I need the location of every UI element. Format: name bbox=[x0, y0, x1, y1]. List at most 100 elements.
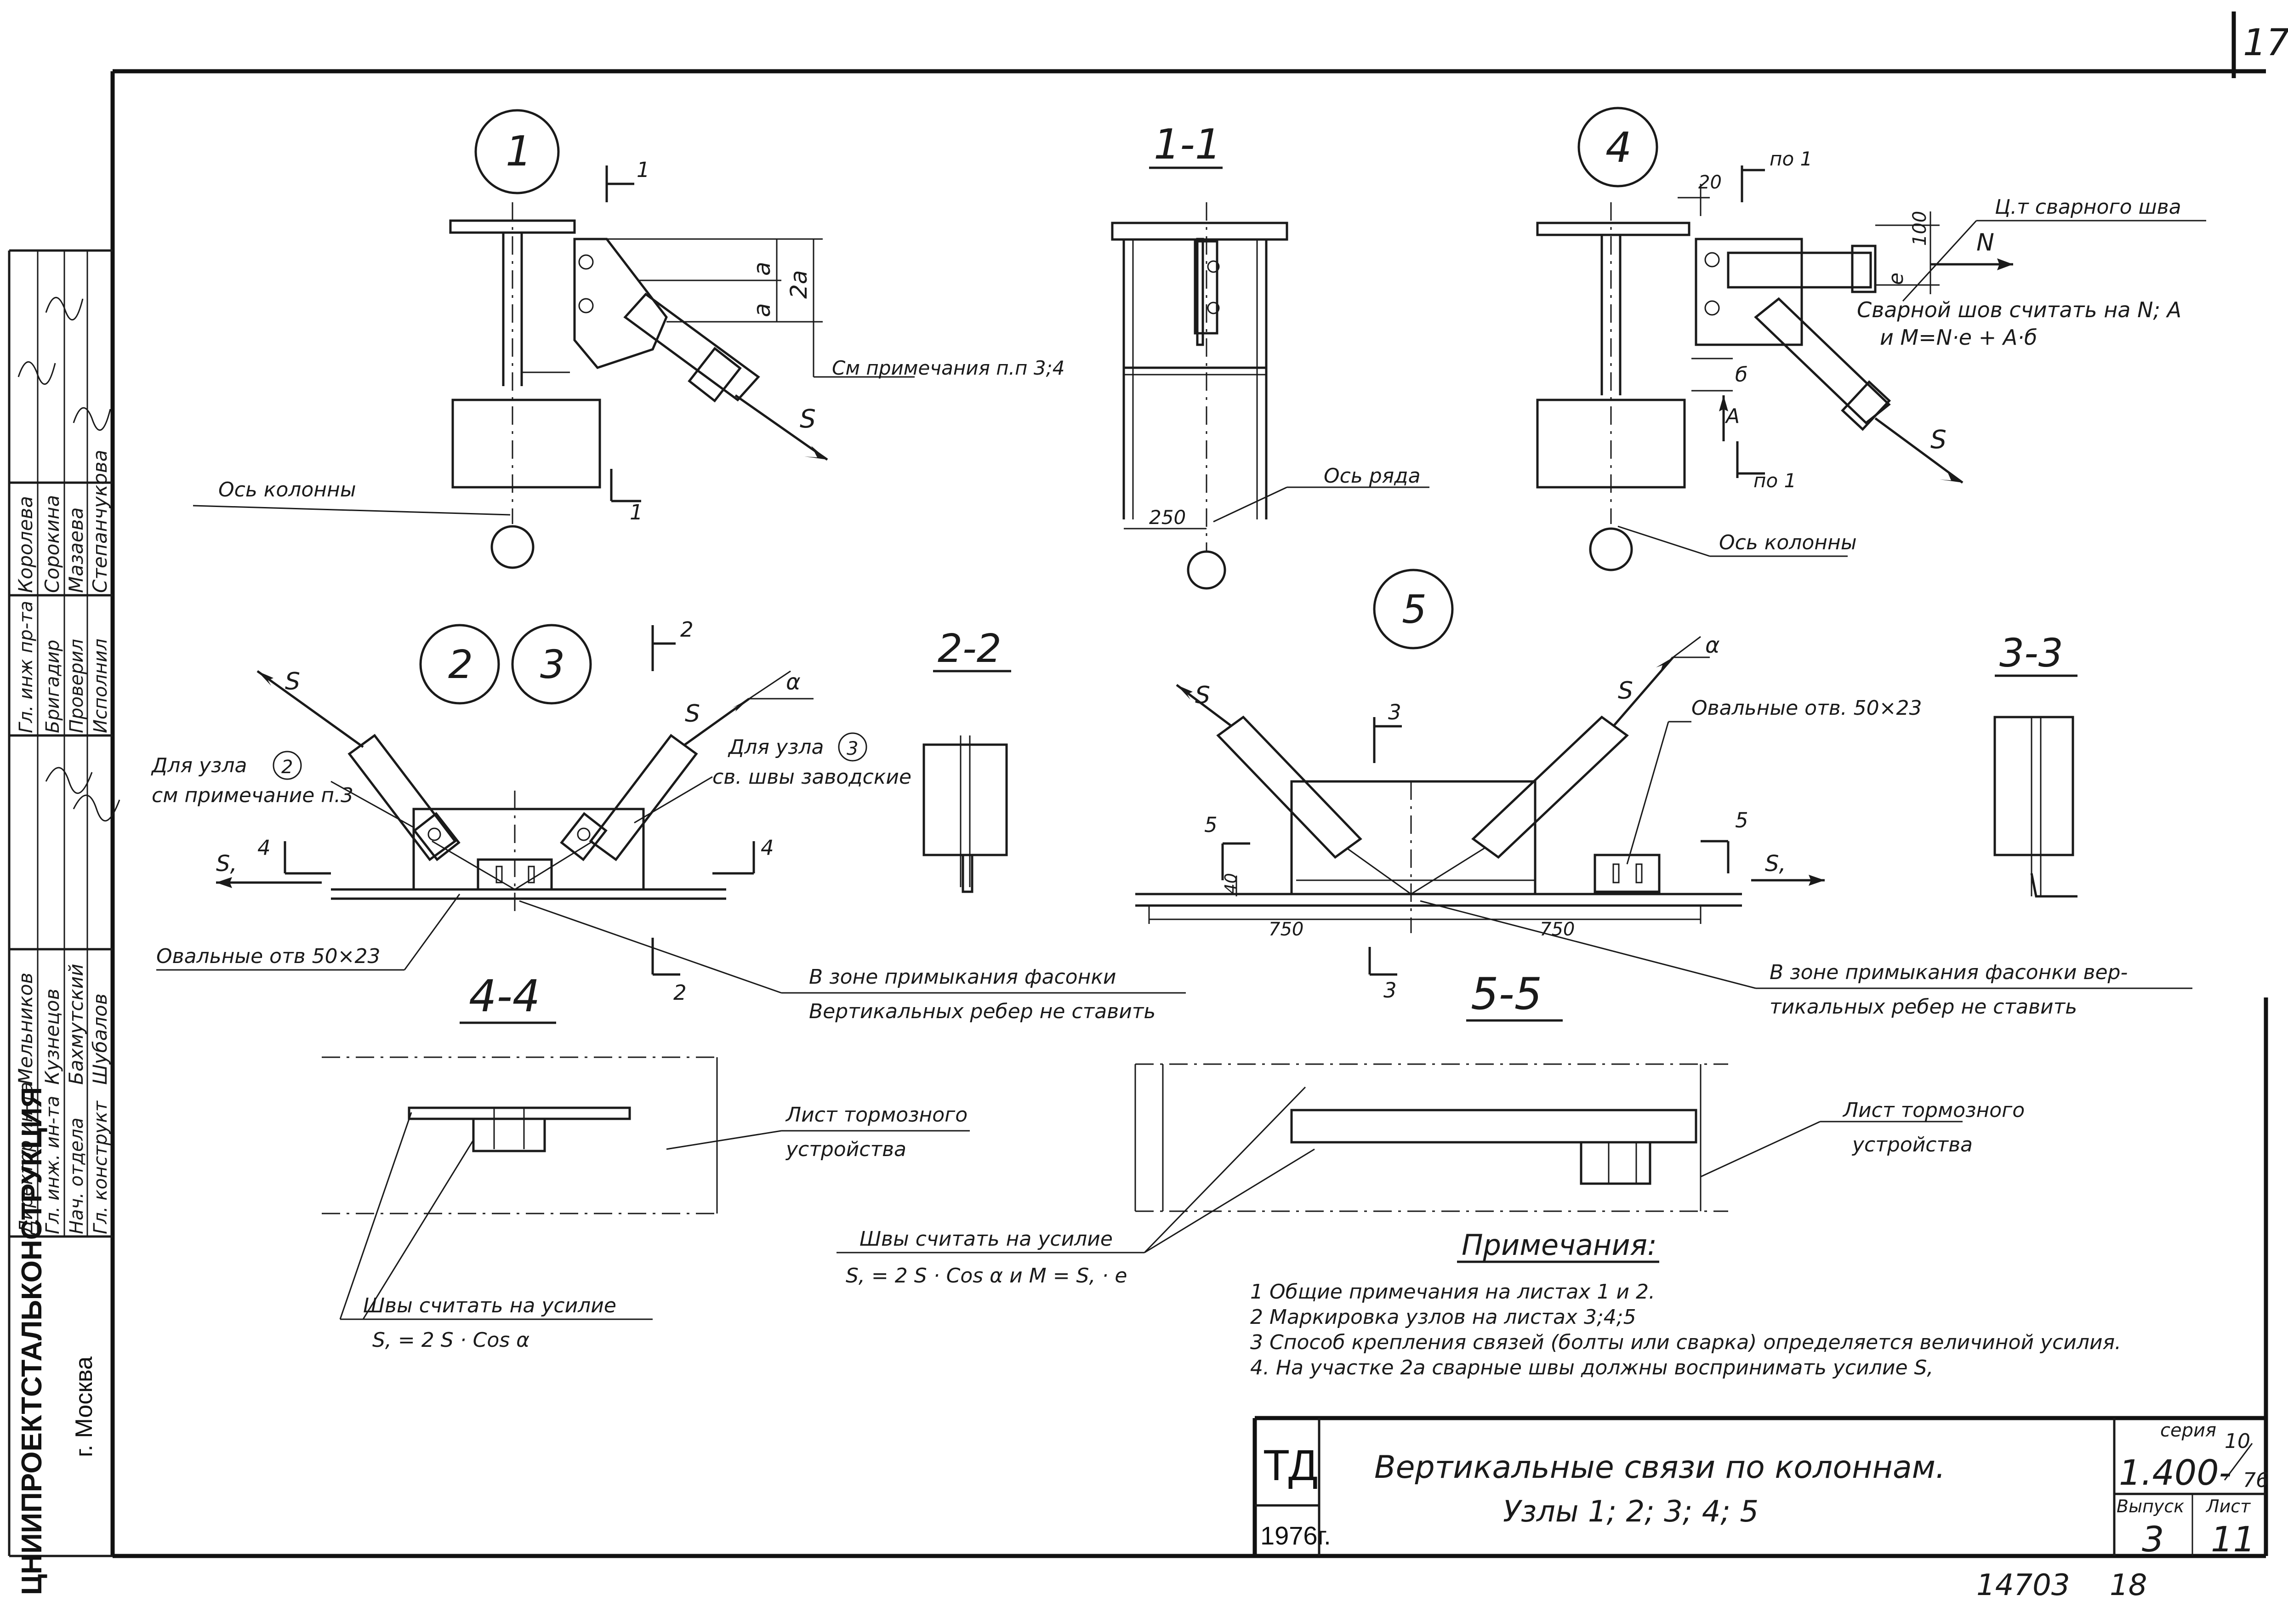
label-shvy-1b: S, = 2 S · Cos α bbox=[372, 1328, 529, 1352]
dim-e: e bbox=[1884, 273, 1908, 285]
stamp-org: ЦНИИПРОЕКТСТАЛЬКОНСТРУКЦИЯ bbox=[16, 1087, 48, 1595]
label-dlya-uzla3-a: Для узла bbox=[728, 735, 824, 759]
node-4-detail: 4 S N Ц.т сварного шва Сварной шов счита… bbox=[1536, 107, 2206, 571]
stamp-role-proveril: Проверил bbox=[66, 639, 87, 733]
label-oval-5: Овальные отв. 50×23 bbox=[1691, 696, 1922, 720]
section-1-1-title: 1-1 bbox=[1154, 120, 1221, 169]
label-shvy-1a: Швы считать на усилие bbox=[363, 1294, 616, 1317]
title-line1: Вертикальные связи по колоннам. bbox=[1374, 1449, 1946, 1486]
node23-S-right: S bbox=[685, 700, 700, 728]
node-1-label: 1 bbox=[506, 127, 532, 176]
label-list-1b: устройства bbox=[785, 1138, 906, 1161]
label-zona-1b: Вертикальных ребер не ставить bbox=[809, 1000, 1155, 1023]
label-os-ryada: Ось ряда bbox=[1324, 464, 1421, 488]
section-4-4-title: 4-4 bbox=[469, 971, 540, 1022]
signature-4 bbox=[45, 767, 93, 794]
label-os-kolonny-4: Ось колонны bbox=[1719, 531, 1857, 554]
mark-po1-top: по 1 bbox=[1770, 148, 1812, 170]
node1-S: S bbox=[800, 404, 816, 433]
dim-250: 250 bbox=[1149, 506, 1186, 529]
node23-alpha: α bbox=[786, 669, 801, 695]
stamp-role-glkonstr: Гл. конструкт bbox=[90, 1100, 111, 1234]
section-4-4: 4-4 Лист тормозного устройства Швы счита… bbox=[322, 971, 970, 1352]
stamp-name-korol: Королева bbox=[14, 496, 37, 593]
sheet-frame: 17 bbox=[110, 11, 2288, 1558]
notes-title: Примечания: bbox=[1462, 1228, 1657, 1262]
label-dlya-uzla2-a: Для узла bbox=[151, 754, 247, 777]
list-label: Лист bbox=[2205, 1496, 2251, 1516]
vypusk-value: 3 bbox=[2142, 1519, 2164, 1560]
stamp-name-bahmut: Бахмутский bbox=[65, 964, 87, 1085]
label-list-1a: Лист тормозного bbox=[785, 1103, 968, 1127]
label-ct-shva: Ц.т сварного шва bbox=[1995, 195, 2181, 219]
sect-mark-1-top: 1 bbox=[637, 158, 650, 182]
stamp-city: г. Москва bbox=[71, 1356, 97, 1457]
label-list-2a: Лист тормозного bbox=[1842, 1099, 2025, 1122]
seria-frac-top: 10 bbox=[2225, 1430, 2250, 1453]
dim-750a: 750 bbox=[1269, 919, 1303, 940]
section-5-5-title: 5-5 bbox=[1471, 969, 1542, 1020]
label-os-kolonny-1: Ось колонны bbox=[218, 478, 356, 501]
node23-S1: S, bbox=[216, 851, 237, 877]
sect-mark-4-left: 4 bbox=[257, 836, 271, 860]
note-item-2: 2 Маркировка узлов на листах 3;4;5 bbox=[1250, 1305, 1636, 1329]
title-block: ТД 1976г. Вертикальные связи по колоннам… bbox=[1252, 1416, 2269, 1560]
dim-20: 20 bbox=[1698, 172, 1722, 193]
stamp-name-shubalov: Шубалов bbox=[89, 993, 111, 1085]
stamp-role-brigadir: Бригадир bbox=[42, 640, 63, 733]
label-zona-1a: В зоне примыкания фасонки bbox=[809, 965, 1116, 989]
label-dlya-uzla2-b: см примечание п.3 bbox=[152, 784, 353, 807]
label-dlya-uzla2-num: 2 bbox=[281, 757, 293, 778]
signature-3 bbox=[73, 407, 111, 431]
stamp-name-stepan: Степанчукова bbox=[89, 450, 111, 593]
label-list-2b: устройства bbox=[1851, 1133, 1973, 1157]
bottom-number: 14703 bbox=[1976, 1568, 2070, 1602]
node-5-detail: 5 S S α S, 3 bbox=[1135, 569, 2192, 1019]
dim-40: 40 bbox=[1222, 873, 1241, 894]
stamp-role-ispolnil: Исполнил bbox=[90, 638, 111, 733]
section-1-1: 1-1 250 Ось ряда bbox=[1111, 120, 1429, 590]
stamp-name-kuznecov: Кузнецов bbox=[41, 989, 63, 1085]
note-item-4: 4. На участке 2а сварные швы должны восп… bbox=[1250, 1356, 1933, 1379]
label-dlya-uzla3-num: 3 bbox=[847, 738, 858, 759]
title-line2: Узлы 1; 2; 3; 4; 5 bbox=[1503, 1495, 1759, 1529]
node5-S1: S, bbox=[1765, 851, 1786, 877]
node5-S-right: S bbox=[1618, 677, 1633, 705]
node5-S-left: S bbox=[1195, 682, 1210, 709]
node-2-3-detail: 2 3 2 2 S S bbox=[151, 617, 1186, 1023]
sect-mark-5-left: 5 bbox=[1204, 813, 1218, 837]
node4-A: A bbox=[1725, 405, 1740, 428]
sect-mark-3-top: 3 bbox=[1388, 700, 1401, 724]
note-item-1: 1 Общие примечания на листах 1 и 2. bbox=[1250, 1280, 1655, 1304]
section-2-2-title: 2-2 bbox=[938, 626, 1002, 672]
node4-S: S bbox=[1930, 425, 1947, 454]
sect-mark-3-bot: 3 bbox=[1383, 978, 1397, 1003]
seria-label: серия bbox=[2160, 1420, 2216, 1441]
note-sm-prim: См примечания п.п 3;4 bbox=[832, 357, 1064, 379]
section-3-3-title: 3-3 bbox=[1999, 631, 2063, 676]
stamp-role-glinzh: Гл. инж. ин-та bbox=[42, 1096, 63, 1234]
seria-value: 1.400- bbox=[2119, 1452, 2231, 1493]
seria-frac-bot: 76 bbox=[2243, 1469, 2269, 1492]
sect-mark-5-right: 5 bbox=[1735, 808, 1748, 832]
dim-a1: a bbox=[749, 262, 775, 276]
node-4-label: 4 bbox=[1605, 124, 1632, 172]
corner-number: 17 bbox=[2243, 21, 2288, 64]
notes-block: Примечания: 1 Общие примечания на листах… bbox=[1250, 1228, 2121, 1379]
stamp-name-sorok: Сорокина bbox=[41, 495, 63, 593]
label-svar-shov-1: Сварной шов считать на N; A bbox=[1857, 297, 2181, 322]
bottom-number2: 18 bbox=[2110, 1568, 2147, 1602]
sect-mark-1-bot: 1 bbox=[630, 500, 643, 524]
label-shvy-2a: Швы считать на усилие bbox=[859, 1227, 1113, 1251]
label-dlya-uzla3-b: св. швы заводские bbox=[712, 765, 911, 789]
node-5-label: 5 bbox=[1402, 587, 1427, 633]
node-3-label: 3 bbox=[540, 642, 565, 688]
label-zona-2a: В зоне примыкания фасонки вер- bbox=[1770, 961, 2128, 984]
node23-S-left: S bbox=[285, 668, 300, 695]
note-item-3: 3 Способ крепления связей (болты или сва… bbox=[1250, 1331, 2121, 1354]
sect-mark-2-top: 2 bbox=[680, 617, 694, 642]
stamp-role-nachotd: Нач. отдела bbox=[66, 1117, 87, 1234]
list-value: 11 bbox=[2211, 1519, 2255, 1560]
title-td: ТД bbox=[1263, 1441, 1318, 1490]
